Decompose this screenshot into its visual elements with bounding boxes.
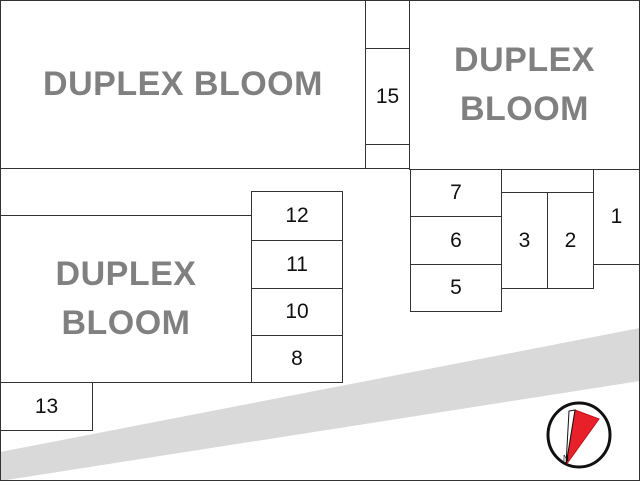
building-top-right: DUPLEX BLOOM	[409, 0, 640, 170]
lot-number: 6	[450, 228, 462, 252]
parking-lot-8[interactable]: 8	[251, 335, 343, 383]
lot-number: 15	[375, 84, 400, 108]
lot-number: 10	[285, 300, 309, 323]
building-label: DUPLEX BLOOM	[55, 254, 197, 342]
parking-lot-6[interactable]: 6	[410, 216, 502, 265]
lot-number: 13	[34, 394, 59, 418]
lot-number: 5	[450, 276, 462, 299]
building-mid-left: DUPLEX BLOOM	[0, 215, 252, 383]
lot-number: 3	[518, 228, 531, 252]
lot-number: 2	[564, 228, 577, 252]
lot-number: 11	[286, 252, 308, 276]
lot-number: 1	[610, 205, 623, 228]
boundary-line	[0, 168, 410, 169]
parking-lot-3[interactable]: 3	[501, 192, 548, 289]
parking-lot-10[interactable]: 10	[251, 288, 343, 336]
building-label: DUPLEX BLOOM	[43, 64, 323, 103]
compass-icon: N	[546, 401, 612, 469]
parking-lot-2[interactable]: 2	[547, 192, 594, 289]
lot-number: 8	[291, 347, 303, 370]
lot-strip	[501, 169, 594, 193]
parking-lot-12[interactable]: 12	[251, 191, 343, 241]
parking-lot-7[interactable]: 7	[410, 169, 502, 217]
building-label: DUPLEX BLOOM	[454, 40, 595, 128]
parking-lot-13[interactable]: 13	[0, 382, 93, 431]
building-top-left: DUPLEX BLOOM	[0, 0, 366, 169]
parking-lot-15[interactable]: 15	[365, 48, 410, 145]
compass-north-label: N	[563, 454, 569, 463]
lot-number: 12	[285, 204, 309, 227]
lot-number: 7	[450, 181, 462, 204]
parking-lot-1[interactable]: 1	[593, 169, 640, 265]
parking-lot-11[interactable]: 11	[251, 240, 343, 289]
parking-lot-5[interactable]: 5	[410, 264, 502, 312]
